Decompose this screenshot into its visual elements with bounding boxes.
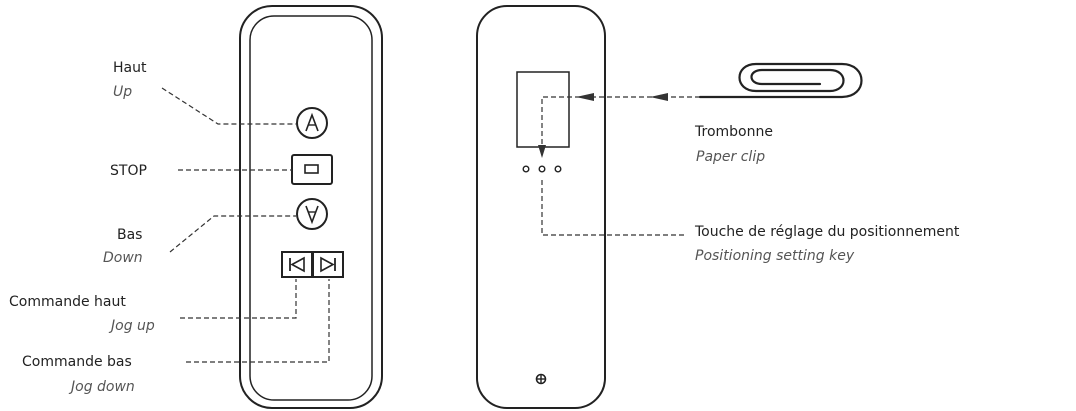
leader-up bbox=[161, 87, 296, 125]
stop-button[interactable] bbox=[291, 154, 333, 185]
label-paper-clip-fr: Trombonne bbox=[694, 124, 773, 140]
arrowhead-3 bbox=[538, 145, 546, 158]
label-jog-up-en: Jog up bbox=[108, 318, 155, 334]
setting-key-holes[interactable] bbox=[522, 165, 562, 173]
leader-setting-key bbox=[541, 180, 685, 236]
jog-up-icon bbox=[289, 256, 305, 273]
down-arrow-icon bbox=[305, 205, 319, 225]
label-up-fr: Haut bbox=[113, 60, 147, 76]
label-jog-down-en: Jog down bbox=[68, 379, 135, 395]
screw-icon bbox=[535, 373, 547, 385]
remote-back: Trombonne Paper clip Touche de réglage d… bbox=[476, 5, 960, 409]
remote-front-inner-shell bbox=[249, 15, 373, 401]
label-setting-key-en: Positioning setting key bbox=[695, 248, 855, 264]
leader-paper-clip bbox=[541, 96, 700, 155]
stop-icon bbox=[304, 164, 319, 174]
jog-down-button[interactable] bbox=[312, 251, 344, 278]
jog-down-icon bbox=[320, 256, 336, 273]
remote-front-outer-shell bbox=[239, 5, 383, 409]
up-button[interactable] bbox=[296, 107, 328, 139]
leader-jog-up bbox=[180, 279, 297, 319]
label-up-en: Up bbox=[113, 84, 132, 100]
up-arrow-icon bbox=[305, 112, 319, 132]
label-down-en: Down bbox=[103, 250, 143, 266]
label-setting-key-fr: Touche de réglage du positionnement bbox=[694, 224, 960, 240]
arrowhead-2 bbox=[576, 93, 594, 101]
arrowhead-1 bbox=[650, 93, 668, 101]
paper-clip-icon bbox=[698, 62, 863, 99]
remote-back-shell bbox=[476, 5, 606, 409]
leader-jog-down bbox=[186, 279, 330, 363]
down-button[interactable] bbox=[296, 198, 328, 230]
label-stop: STOP bbox=[110, 163, 147, 179]
jog-up-button[interactable] bbox=[281, 251, 313, 278]
label-paper-clip-en: Paper clip bbox=[696, 149, 765, 165]
label-jog-up-fr: Commande haut bbox=[9, 294, 126, 310]
remote-front: Haut Up STOP Bas Down Commande haut Jog … bbox=[9, 5, 383, 409]
label-down-fr: Bas bbox=[117, 227, 142, 243]
label-jog-down-fr: Commande bas bbox=[22, 354, 132, 370]
battery-compartment bbox=[516, 71, 570, 148]
leader-down bbox=[169, 215, 296, 253]
